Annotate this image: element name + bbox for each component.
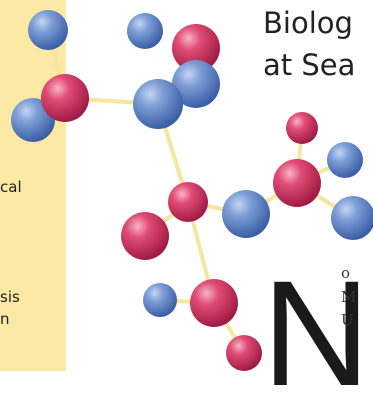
atom-red	[172, 24, 220, 72]
atom-blue	[331, 196, 373, 240]
atom-red	[273, 159, 321, 207]
atom-blue	[327, 142, 363, 178]
atom-red	[168, 182, 208, 222]
atom-red	[286, 112, 318, 144]
article-title: Biolog at Sea	[263, 2, 373, 86]
title-line: at Sea	[263, 48, 356, 82]
sidebar-text-fragment: sis	[0, 288, 20, 306]
atom-red	[190, 279, 238, 327]
atom-red	[41, 74, 89, 122]
body-text-fragment: M	[341, 288, 357, 306]
drop-cap: N	[262, 249, 370, 417]
atom-red	[226, 335, 262, 371]
body-text-fragment: U	[341, 311, 354, 329]
sidebar-text-fragment: n	[0, 310, 10, 328]
atom-blue	[172, 60, 220, 108]
sidebar-text-fragment: cal	[0, 178, 22, 196]
atom-blue	[28, 10, 68, 50]
atom-blue	[127, 13, 163, 49]
molecule-atoms	[11, 10, 373, 371]
atom-blue	[133, 79, 183, 129]
body-text-fragment: o	[341, 264, 351, 282]
molecule-illustration	[11, 10, 373, 371]
atom-red	[121, 212, 169, 260]
atom-blue	[222, 190, 270, 238]
title-line: Biolog	[263, 6, 353, 40]
atom-blue	[143, 283, 177, 317]
